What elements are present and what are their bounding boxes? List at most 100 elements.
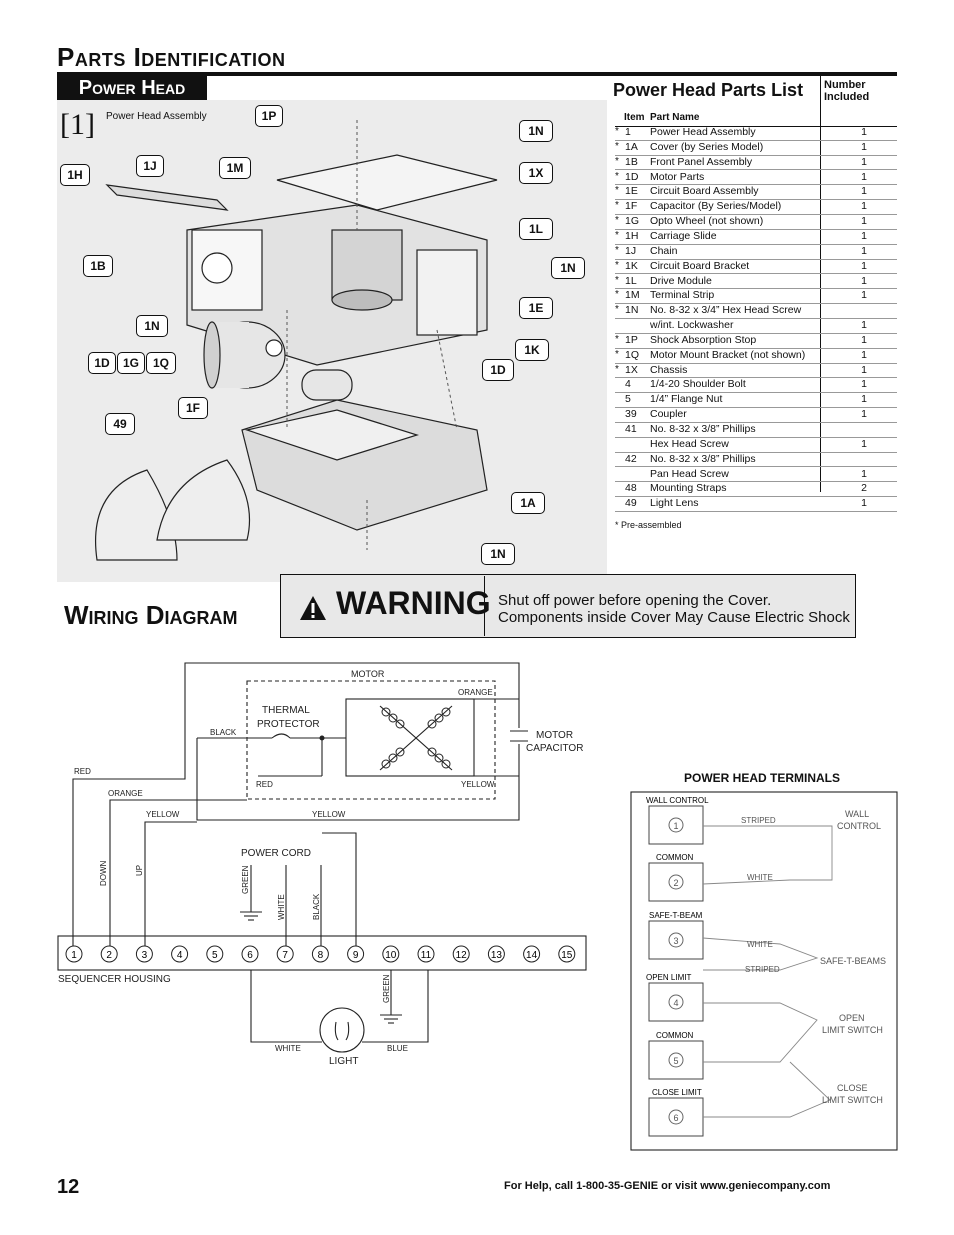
callout-1f: 1F — [178, 397, 208, 419]
parts-cell-name: Power Head Assembly — [650, 126, 756, 138]
figure-number: [1] — [60, 108, 95, 141]
parts-cell-mark: * — [615, 215, 619, 227]
parts-cell-item: 42 — [625, 452, 637, 465]
callout-1a: 1A — [511, 492, 545, 514]
label-yellow-mid: YELLOW — [312, 810, 346, 819]
pht-close: CLOSE — [837, 1083, 868, 1093]
warning-message: Shut off power before opening the Cover.… — [498, 592, 850, 626]
terminal-label: OPEN LIMIT — [646, 973, 691, 982]
parts-cell-name: Motor Parts — [650, 170, 705, 183]
terminal-circle — [668, 1109, 684, 1125]
parts-cell-qty: 1 — [861, 215, 867, 228]
terminal-number: 3 — [142, 950, 148, 961]
warning-header — [282, 576, 485, 636]
pht-wall: WALL — [845, 809, 869, 819]
parts-cell-qty: 1 — [861, 437, 867, 450]
parts-cell-qty: 1 — [861, 348, 867, 361]
parts-cell-item: 1H — [625, 229, 639, 242]
terminal-label: CLOSE LIMIT — [652, 1088, 702, 1097]
parts-cell-qty: 1 — [861, 378, 867, 391]
warning-icon — [300, 596, 326, 620]
label-capacitor: CAPACITOR — [526, 743, 583, 754]
label-down: DOWN — [99, 860, 108, 886]
terminal-number: 15 — [561, 950, 573, 961]
terminal-circle — [382, 945, 400, 963]
parts-cell-qty: 1 — [861, 185, 867, 198]
terminal-circle — [668, 874, 684, 890]
warning-box — [280, 574, 856, 638]
parts-cell-mark: * — [615, 244, 619, 256]
parts-cell-name: 1/4-20 Shoulder Bolt — [650, 378, 746, 391]
parts-list-title: Power Head Parts List — [613, 80, 804, 100]
label-power-cord: POWER CORD — [241, 848, 311, 859]
label-light: LIGHT — [329, 1056, 358, 1067]
callout-1g: 1G — [117, 352, 145, 374]
terminal-number: 5 — [212, 950, 218, 961]
parts-cell-qty: 1 — [861, 170, 867, 183]
parts-cell-mark: * — [615, 155, 619, 167]
footnote: * Pre-assembled — [615, 520, 682, 530]
label-light-white: WHITE — [275, 1044, 301, 1053]
terminal-circle — [100, 945, 118, 963]
parts-cell-qty: 2 — [861, 482, 867, 495]
parts-cell-name: Chain — [650, 244, 678, 257]
terminal-number: 7 — [282, 950, 288, 961]
pht-close-limit-switch: LIMIT SWITCH — [822, 1095, 883, 1105]
parts-cell-item: 1G — [625, 215, 640, 228]
parts-cell-item: 1Q — [625, 348, 640, 361]
callout-1k: 1K — [515, 339, 549, 361]
help-line: For Help, call 1-800-35-GENIE or visit w… — [504, 1180, 831, 1192]
terminal-label: COMMON — [656, 1031, 694, 1040]
parts-cell-qty: 1 — [861, 467, 867, 480]
terminal-number: 6 — [247, 950, 253, 961]
motor-windings — [381, 707, 451, 769]
parts-cell-item: 1A — [625, 140, 638, 153]
parts-cell-mark: * — [615, 229, 619, 241]
parts-cell-item: 1J — [625, 244, 637, 257]
parts-cell-mark: * — [615, 348, 619, 360]
title-rule — [57, 72, 897, 76]
terminal-number: 12 — [456, 950, 468, 961]
pht-striped-2: STRIPED — [745, 965, 780, 974]
terminal-label: WALL CONTROL — [646, 796, 709, 805]
figure-caption: Power Head Assembly — [106, 111, 207, 122]
callout-1p: 1P — [255, 105, 283, 127]
label-up: UP — [135, 865, 144, 876]
pht-control: CONTROL — [837, 821, 881, 831]
callout-1m: 1M — [219, 157, 251, 179]
parts-cell-qty: 1 — [861, 319, 867, 332]
parts-cell-qty: 1 — [861, 140, 867, 153]
label-yellow-left: YELLOW — [146, 810, 180, 819]
col-name-header: Part Name — [650, 112, 700, 123]
parts-header-rule — [615, 126, 897, 127]
terminal-circle — [241, 945, 259, 963]
terminal-circle — [417, 945, 435, 963]
parts-cell-item: 1B — [625, 155, 638, 168]
warning-line-1: Shut off power before opening the Cover. — [498, 592, 772, 609]
parts-cell-item: 41 — [625, 423, 637, 435]
label-green-2: GREEN — [382, 974, 391, 1003]
parts-cell-item: 4 — [625, 378, 631, 391]
parts-cell-qty: 1 — [861, 363, 867, 376]
parts-cell-item: 1L — [625, 274, 637, 287]
parts-cell-mark: * — [615, 304, 619, 316]
callout-1j: 1J — [136, 155, 164, 177]
power-head-drawing — [95, 120, 498, 561]
terminal-circle — [65, 945, 83, 963]
callout-1e: 1E — [519, 297, 553, 319]
parts-cell-name: Circuit Board Assembly — [650, 185, 759, 198]
terminal-number: 5 — [673, 1056, 678, 1066]
parts-cell-item: 39 — [625, 408, 637, 421]
terminal-label: SAFE-T-BEAM — [649, 911, 703, 920]
parts-cell-item: 1E — [625, 185, 638, 198]
parts-row: 4 1/4-20 Shoulder Bolt 1 — [615, 378, 897, 394]
parts-cell-item: 1N — [625, 304, 639, 317]
parts-cell-mark: * — [615, 274, 619, 286]
terminal-box — [648, 1040, 704, 1080]
